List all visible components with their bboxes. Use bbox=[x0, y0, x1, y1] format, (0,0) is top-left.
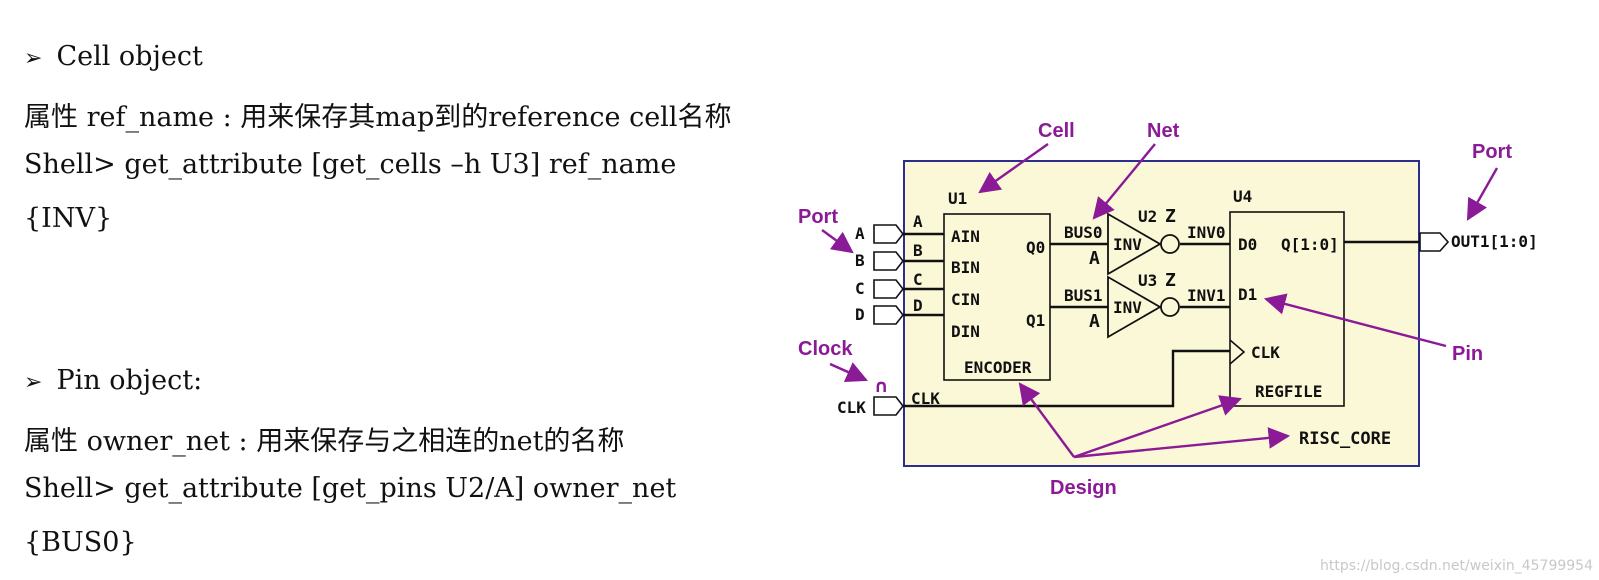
net-label-bus1: BUS1 bbox=[1064, 286, 1103, 305]
u4-pin-d1: D1 bbox=[1238, 285, 1257, 304]
u2-cell-label: INV bbox=[1113, 235, 1142, 254]
clock-waveform-icon: ∩ bbox=[874, 376, 889, 397]
port-label-d: D bbox=[855, 305, 865, 324]
input-port-clk bbox=[873, 396, 905, 416]
output-port-out1 bbox=[1419, 232, 1450, 252]
u1-pin-ain: AIN bbox=[951, 227, 980, 246]
input-port-c bbox=[873, 279, 905, 299]
arrow-bullet-icon: ➢ bbox=[24, 46, 43, 71]
net-label-inv1: INV1 bbox=[1187, 286, 1226, 305]
u2-instance-name: U2 bbox=[1138, 207, 1157, 226]
cell-object-heading: ➢Cell object bbox=[24, 41, 203, 72]
callout-net-label: Net bbox=[1147, 120, 1180, 142]
u4-cell-label: REGFILE bbox=[1255, 382, 1322, 401]
input-port-a bbox=[873, 224, 905, 244]
callout-cell-label: Cell bbox=[1038, 120, 1075, 142]
net-label-d: D bbox=[913, 296, 923, 315]
u1-pin-cin: CIN bbox=[951, 290, 980, 309]
callout-clock-label: Clock bbox=[798, 338, 853, 360]
callout-pin-label: Pin bbox=[1452, 343, 1483, 365]
callout-arrows bbox=[821, 143, 1499, 459]
u3-cell-label: INV bbox=[1113, 298, 1142, 317]
arrow-bullet-icon: ➢ bbox=[24, 370, 43, 395]
net-label-b: B bbox=[913, 241, 923, 260]
port-label-out1: OUT1[1:0] bbox=[1451, 232, 1538, 251]
design-name-label: RISC_CORE bbox=[1299, 429, 1391, 449]
pin-owner-net-attribute: 属性 owner_net : 用来保存与之相连的net的名称 bbox=[24, 426, 625, 457]
watermark: https://blog.csdn.net/weixin_45799954 bbox=[1319, 558, 1593, 574]
clk-pin-triangle bbox=[1229, 339, 1246, 365]
cell-get-attribute-command: Shell> get_attribute [get_cells –h U3] r… bbox=[24, 149, 677, 180]
u3-inverter-cell bbox=[1107, 275, 1180, 339]
u2-pin-z: Z bbox=[1165, 206, 1176, 227]
pin-object-heading: ➢Pin object: bbox=[24, 365, 203, 396]
u1-pin-bin: BIN bbox=[951, 258, 980, 277]
pin-command-result: {BUS0} bbox=[24, 527, 137, 558]
u4-instance-name: U4 bbox=[1233, 187, 1252, 206]
callout-port-right-label: Port bbox=[1472, 141, 1512, 163]
net-label-c: C bbox=[913, 270, 923, 289]
net-label-inv0: INV0 bbox=[1187, 223, 1226, 242]
net-label-a: A bbox=[913, 212, 923, 231]
input-port-d bbox=[873, 305, 905, 325]
net-label-bus0: BUS0 bbox=[1064, 223, 1103, 242]
callout-design-label: Design bbox=[1050, 477, 1117, 499]
u1-encoder-cell bbox=[943, 213, 1051, 381]
u1-pin-q1: Q1 bbox=[1026, 311, 1045, 330]
u4-pin-clk: CLK bbox=[1251, 343, 1280, 362]
port-label-clk: CLK bbox=[837, 398, 866, 417]
net-label-clk: CLK bbox=[911, 389, 940, 408]
u2-pin-a: A bbox=[1089, 248, 1100, 269]
u1-pin-q0: Q0 bbox=[1026, 238, 1045, 257]
callout-port-left-label: Port bbox=[798, 206, 838, 228]
u1-instance-name: U1 bbox=[948, 189, 967, 208]
u4-pin-d0: D0 bbox=[1238, 235, 1257, 254]
u3-instance-name: U3 bbox=[1138, 271, 1157, 290]
cell-ref-name-attribute: 属性 ref_name : 用来保存其map到的reference cell名称 bbox=[24, 102, 732, 133]
pin-get-attribute-command: Shell> get_attribute [get_pins U2/A] own… bbox=[24, 473, 677, 504]
port-label-b: B bbox=[855, 251, 865, 270]
u1-pin-din: DIN bbox=[951, 322, 980, 341]
port-label-a: A bbox=[855, 224, 865, 243]
input-port-b bbox=[873, 251, 905, 271]
cell-command-result: {INV} bbox=[24, 203, 113, 234]
port-label-c: C bbox=[855, 279, 865, 298]
u3-pin-z: Z bbox=[1165, 270, 1176, 291]
u3-pin-a: A bbox=[1089, 311, 1100, 332]
u2-inverter-cell bbox=[1107, 212, 1180, 276]
u1-cell-label: ENCODER bbox=[964, 358, 1032, 377]
u4-pin-q: Q[1:0] bbox=[1281, 235, 1339, 254]
